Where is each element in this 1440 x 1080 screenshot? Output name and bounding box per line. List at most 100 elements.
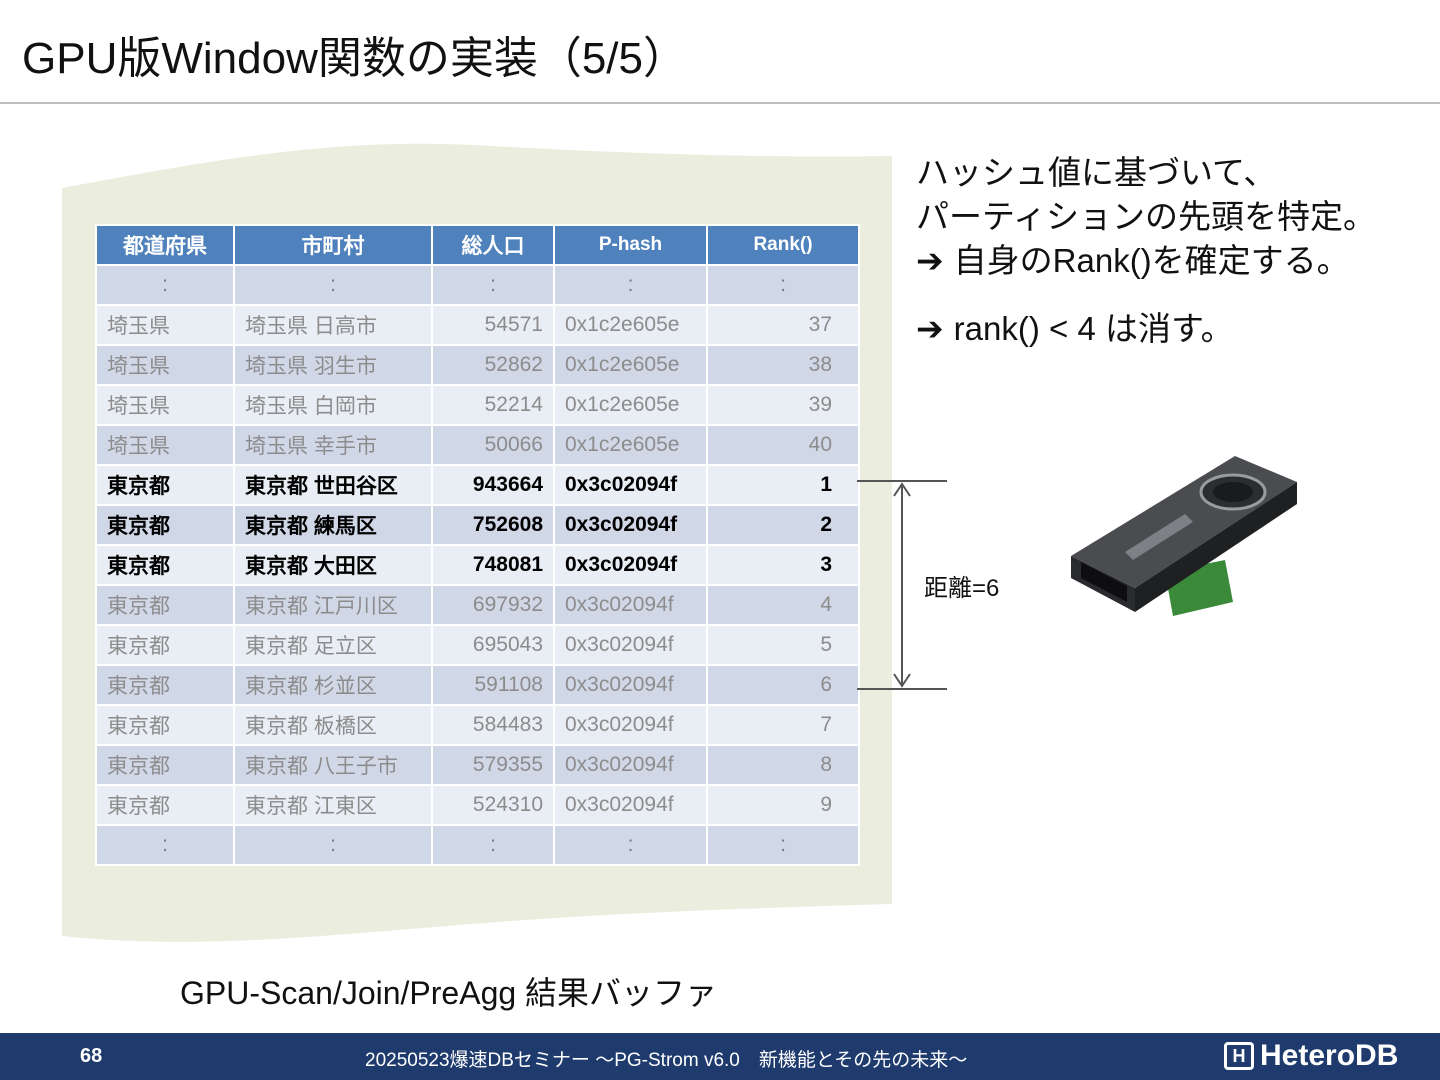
cell-city: 東京都 世田谷区 (233, 464, 433, 506)
cell-p-hash: 0x3c02094f (553, 704, 708, 746)
cell-population: 943664 (431, 464, 555, 506)
cell-rank: 2 (706, 504, 860, 546)
cell-prefecture: 埼玉県 (95, 384, 235, 426)
cell-rank: 3 (706, 544, 860, 586)
cell-city: 東京都 板橋区 (233, 704, 433, 746)
header-population: 総人口 (431, 224, 555, 266)
table-row-ellipsis-bottom: : : : : : (95, 824, 860, 866)
ellipsis-cell: : (95, 264, 235, 306)
cell-p-hash: 0x3c02094f (553, 664, 708, 706)
heterodb-logo-icon: H (1224, 1042, 1254, 1070)
cell-population: 579355 (431, 744, 555, 786)
cell-city: 東京都 八王子市 (233, 744, 433, 786)
dimension-arrow-icon (857, 480, 947, 690)
note-line-4: ➔rank() < 4 は消す。 (916, 302, 1234, 350)
header-city: 市町村 (233, 224, 433, 266)
ellipsis-cell: : (95, 824, 235, 866)
cell-p-hash: 0x3c02094f (553, 784, 708, 826)
cell-p-hash: 0x3c02094f (553, 584, 708, 626)
header-rank: Rank() (706, 224, 860, 266)
ranking-table: 都道府県 市町村 総人口 P-hash Rank() : : : : : 埼玉県… (95, 224, 860, 866)
cell-p-hash: 0x3c02094f (553, 464, 708, 506)
cell-prefecture: 東京都 (95, 704, 235, 746)
ellipsis-cell: : (431, 264, 555, 306)
cell-p-hash: 0x3c02094f (553, 504, 708, 546)
table-header-row: 都道府県 市町村 総人口 P-hash Rank() (95, 224, 860, 266)
cell-prefecture: 埼玉県 (95, 424, 235, 466)
cell-rank: 40 (706, 424, 860, 466)
cell-prefecture: 東京都 (95, 464, 235, 506)
cell-p-hash: 0x3c02094f (553, 744, 708, 786)
slide-title: GPU版Window関数の実装（5/5） (22, 34, 688, 83)
cell-population: 584483 (431, 704, 555, 746)
cell-population: 52214 (431, 384, 555, 426)
cell-city: 東京都 足立区 (233, 624, 433, 666)
cell-p-hash: 0x1c2e605e (553, 424, 708, 466)
cell-population: 50066 (431, 424, 555, 466)
cell-population: 748081 (431, 544, 555, 586)
cell-prefecture: 東京都 (95, 744, 235, 786)
cell-city: 東京都 江戸川区 (233, 584, 433, 626)
ellipsis-cell: : (553, 824, 708, 866)
footer-bar: 68 20250523爆速DBセミナー ～PG-Strom v6.0 新機能とそ… (0, 1033, 1440, 1080)
ellipsis-cell: : (233, 264, 433, 306)
cell-city: 埼玉県 白岡市 (233, 384, 433, 426)
cell-population: 54571 (431, 304, 555, 346)
ellipsis-cell: : (233, 824, 433, 866)
note-line-4-text: rank() < 4 は消す。 (953, 310, 1234, 347)
note-line-3: ➔自身のRank()を確定する。 (916, 234, 1350, 282)
cell-prefecture: 埼玉県 (95, 344, 235, 386)
cell-population: 52862 (431, 344, 555, 386)
right-arrow-icon: ➔ (916, 310, 944, 347)
right-arrow-icon: ➔ (916, 242, 944, 279)
ellipsis-cell: : (706, 824, 860, 866)
cell-rank: 38 (706, 344, 860, 386)
cell-city: 東京都 大田区 (233, 544, 433, 586)
ellipsis-cell: : (431, 824, 555, 866)
cell-city: 埼玉県 羽生市 (233, 344, 433, 386)
cell-city: 東京都 江東区 (233, 784, 433, 826)
cell-rank: 7 (706, 704, 860, 746)
cell-rank: 39 (706, 384, 860, 426)
cell-city: 東京都 練馬区 (233, 504, 433, 546)
footer-text: 20250523爆速DBセミナー ～PG-Strom v6.0 新機能とその先の… (365, 1050, 968, 1071)
cell-prefecture: 東京都 (95, 584, 235, 626)
cell-rank: 6 (706, 664, 860, 706)
cell-rank: 1 (706, 464, 860, 506)
header-prefecture: 都道府県 (95, 224, 235, 266)
cell-population: 524310 (431, 784, 555, 826)
cell-population: 697932 (431, 584, 555, 626)
cell-population: 591108 (431, 664, 555, 706)
cell-rank: 8 (706, 744, 860, 786)
cell-rank: 4 (706, 584, 860, 626)
ellipsis-cell: : (553, 264, 708, 306)
cell-prefecture: 東京都 (95, 504, 235, 546)
cell-p-hash: 0x3c02094f (553, 624, 708, 666)
cell-city: 埼玉県 日高市 (233, 304, 433, 346)
cell-population: 695043 (431, 624, 555, 666)
gpu-card-icon (1071, 456, 1297, 616)
header-p-hash: P-hash (553, 224, 708, 266)
logo-text: HeteroDB (1260, 1039, 1399, 1072)
cell-prefecture: 東京都 (95, 784, 235, 826)
cell-rank: 9 (706, 784, 860, 826)
title-divider (0, 102, 1440, 104)
cell-prefecture: 東京都 (95, 664, 235, 706)
cell-city: 埼玉県 幸手市 (233, 424, 433, 466)
cell-p-hash: 0x1c2e605e (553, 304, 708, 346)
page-number: 68 (80, 1045, 103, 1067)
cell-prefecture: 埼玉県 (95, 304, 235, 346)
distance-label: 距離=6 (924, 575, 1000, 602)
